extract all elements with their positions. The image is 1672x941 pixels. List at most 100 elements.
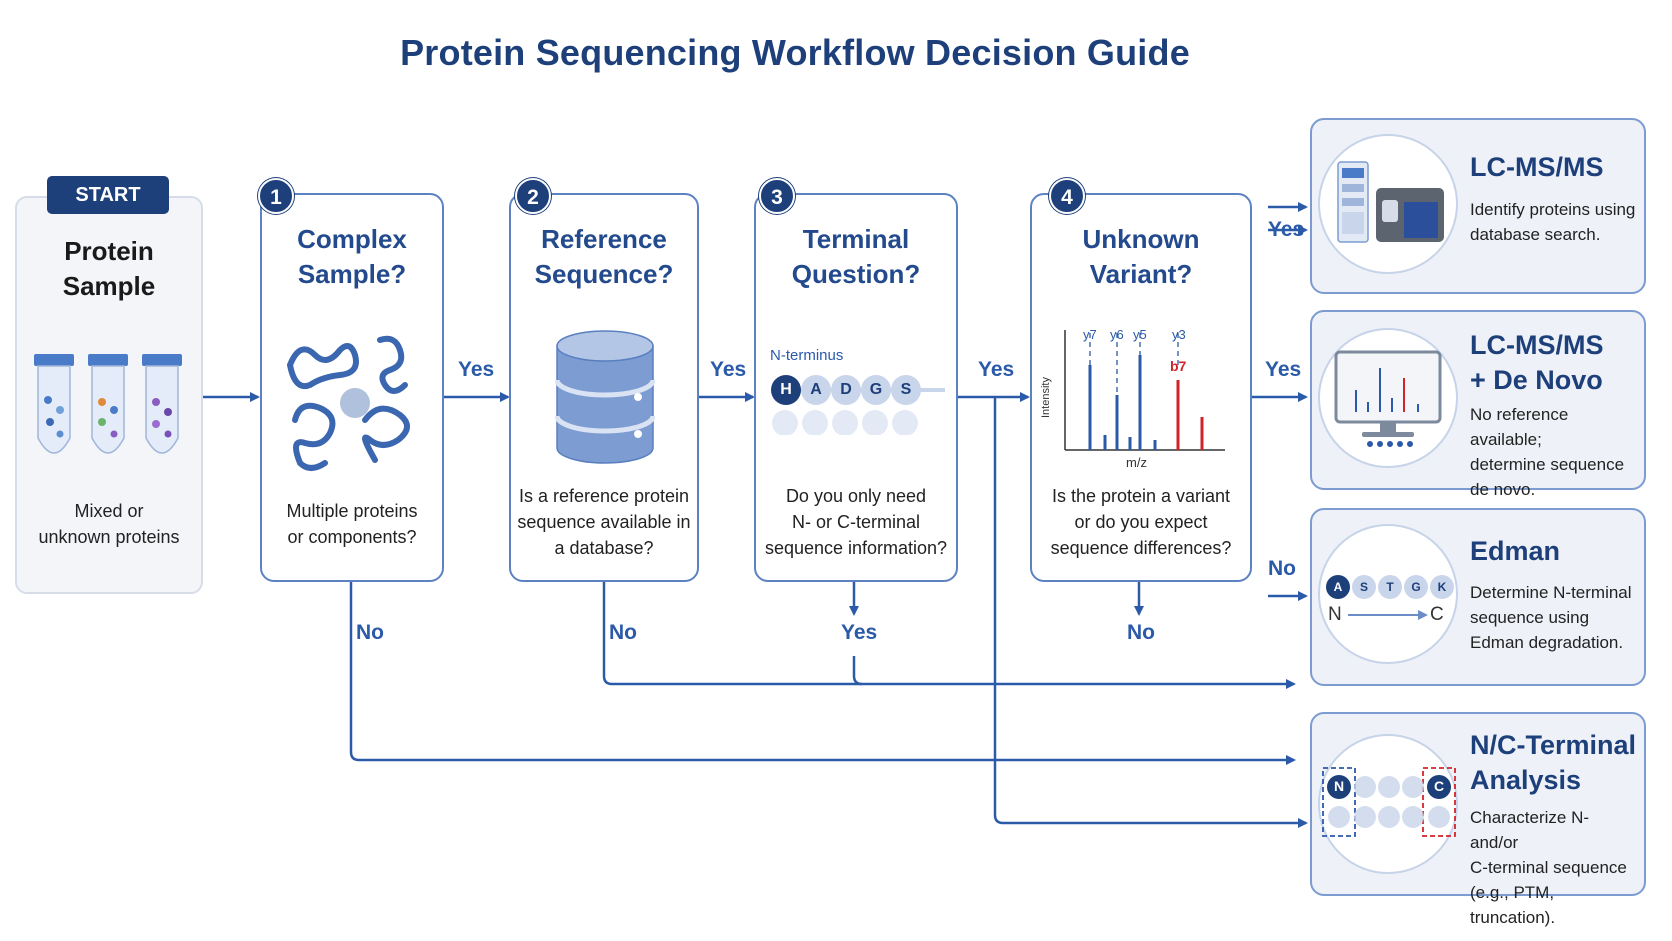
outcome-denovo-title: LC-MS/MS + De Novo	[1470, 328, 1603, 398]
step4-description: Is the protein a variant or do you expec…	[1030, 483, 1252, 561]
outcome-denovo-desc-line3: de novo.	[1470, 480, 1536, 499]
outcome-nc-desc-line3: (e.g., PTM, truncation).	[1470, 883, 1556, 927]
step2-desc-line3: a database?	[554, 538, 654, 558]
start-desc-line2: unknown proteins	[38, 527, 180, 547]
no-label-step1: No	[356, 621, 384, 644]
outcome-edman-desc-line3: Edman degradation.	[1470, 633, 1624, 652]
nc-terminal-graphic	[1322, 767, 1456, 837]
step4-desc-line1: Is the protein a variant	[1051, 486, 1231, 506]
step1-desc-line2: or components?	[287, 527, 417, 547]
edman-residue-t: T	[1378, 575, 1402, 599]
step4-desc-line3: sequence differences?	[1050, 538, 1232, 558]
outcome-edman-title: Edman	[1470, 536, 1561, 566]
start-heading-line2: Sample	[62, 271, 156, 301]
outcome-nc-title: N/C-Terminal Analysis	[1470, 728, 1636, 798]
step3-title-line2: Question?	[791, 259, 921, 289]
outcome-denovo-desc-line2: determine sequence	[1470, 455, 1625, 474]
step1-title-line1: Complex	[297, 224, 407, 254]
residue-s: S	[891, 375, 921, 405]
step3-desc-line3: sequence information?	[764, 538, 948, 558]
step3-desc-line2: N- or C-terminal	[791, 512, 920, 532]
outcome-nc-circle	[1318, 734, 1458, 874]
outcome-lcms-desc-line1: Identify proteins using	[1470, 200, 1636, 219]
step2-title-line1: Reference	[541, 224, 667, 254]
outcome-nc-description: Characterize N- and/or C-terminal sequen…	[1470, 805, 1640, 930]
yes-label-step3-down: Yes	[841, 621, 878, 644]
no-label-step2: No	[609, 621, 637, 644]
nc-n-label: N	[1333, 778, 1345, 794]
step4-title: Unknown Variant?	[1030, 222, 1252, 292]
peak-label-y7: y7	[1083, 327, 1097, 342]
peak-label-y3: y3	[1172, 327, 1186, 342]
line-step3-to-nc	[993, 397, 1308, 828]
peak-label-y5: y5	[1133, 327, 1147, 342]
outcome-nc-desc-line1: Characterize N- and/or	[1470, 808, 1590, 852]
yes-label-lcms: Yes	[1268, 218, 1305, 241]
page-title: Protein Sequencing Workflow Decision Gui…	[400, 32, 1190, 73]
start-description: Mixed or unknown proteins	[15, 498, 203, 550]
no-label-step4: No	[1127, 621, 1155, 644]
residue-a: A	[801, 375, 831, 405]
start-desc-line1: Mixed or	[74, 501, 144, 521]
edman-c-label: C	[1430, 604, 1444, 625]
step2-title: Reference Sequence?	[509, 222, 699, 292]
line-step2-no-to-edman	[602, 582, 1296, 689]
peak-label-y6: y6	[1110, 327, 1124, 342]
step3-number-badge: 3	[759, 178, 795, 214]
start-heading-line1: Protein	[64, 236, 154, 266]
edman-residue-s: S	[1352, 575, 1376, 599]
start-badge: START	[47, 176, 169, 214]
spectrum-ylabel: Intensity	[1040, 377, 1052, 418]
step4-number-badge: 4	[1049, 178, 1085, 214]
step3-title: Terminal Question?	[754, 222, 958, 292]
step3-desc-line1: Do you only need	[785, 486, 927, 506]
step1-number-badge: 1	[258, 178, 294, 214]
yes-label-step1: Yes	[458, 358, 495, 381]
no-label-edman: No	[1268, 557, 1296, 580]
outcome-edman-desc-line2: sequence using	[1470, 608, 1590, 627]
step1-title: Complex Sample?	[260, 222, 444, 292]
step3-title-line1: Terminal	[802, 224, 910, 254]
peak-label-b7: b7	[1170, 358, 1187, 374]
lcms-instrument-icon	[1337, 161, 1444, 243]
step4-desc-line2: or do you expect	[1074, 512, 1208, 532]
step1-card	[260, 193, 444, 582]
sample-tubes-icon	[34, 354, 182, 454]
outcome-denovo-title-line2: + De Novo	[1470, 365, 1603, 395]
database-icon	[555, 330, 655, 464]
start-heading: Protein Sample	[15, 234, 203, 304]
residue-g: G	[861, 375, 891, 405]
step3-description: Do you only need N- or C-terminal sequen…	[754, 483, 958, 561]
outcome-denovo-title-line1: LC-MS/MS	[1470, 330, 1604, 360]
residue-d: D	[831, 375, 861, 405]
step1-description: Multiple proteins or components?	[260, 498, 444, 550]
spectrum-xlabel: m/z	[1126, 455, 1147, 470]
line-step1-no-to-nc	[349, 582, 1296, 765]
mass-spectrum-graphic	[1064, 330, 1225, 451]
outcome-lcms-title: LC-MS/MS	[1470, 152, 1604, 182]
yes-label-step4: Yes	[1265, 358, 1302, 381]
outcome-nc-title-line2: Analysis	[1470, 765, 1582, 795]
protein-structures-icon	[287, 335, 410, 471]
step2-number-badge: 2	[515, 178, 551, 214]
step2-desc-line1: Is a reference protein	[518, 486, 690, 506]
edman-residue-g: G	[1404, 575, 1428, 599]
step4-title-line1: Unknown	[1082, 224, 1200, 254]
outcome-nc-desc-line2: C-terminal sequence	[1470, 858, 1627, 877]
outcome-lcms-desc-line2: database search.	[1470, 225, 1601, 244]
step1-title-line2: Sample?	[297, 259, 407, 289]
yes-label-step2: Yes	[710, 358, 747, 381]
monitor-spectrum-icon	[1334, 350, 1442, 447]
edman-residue-k: K	[1430, 575, 1454, 599]
step2-title-line2: Sequence?	[534, 259, 674, 289]
residue-h: H	[771, 375, 801, 405]
nc-c-label: C	[1433, 778, 1445, 794]
outcome-lcms-description: Identify proteins using database search.	[1470, 197, 1640, 247]
edman-n-label: N	[1328, 604, 1342, 625]
n-terminus-label: N-terminus	[770, 347, 844, 364]
step2-desc-line2: sequence available in	[517, 512, 691, 532]
outcome-nc-title-line1: N/C-Terminal	[1470, 730, 1637, 760]
step4-title-line2: Variant?	[1089, 259, 1193, 289]
edman-direction-arrow	[1348, 610, 1428, 620]
